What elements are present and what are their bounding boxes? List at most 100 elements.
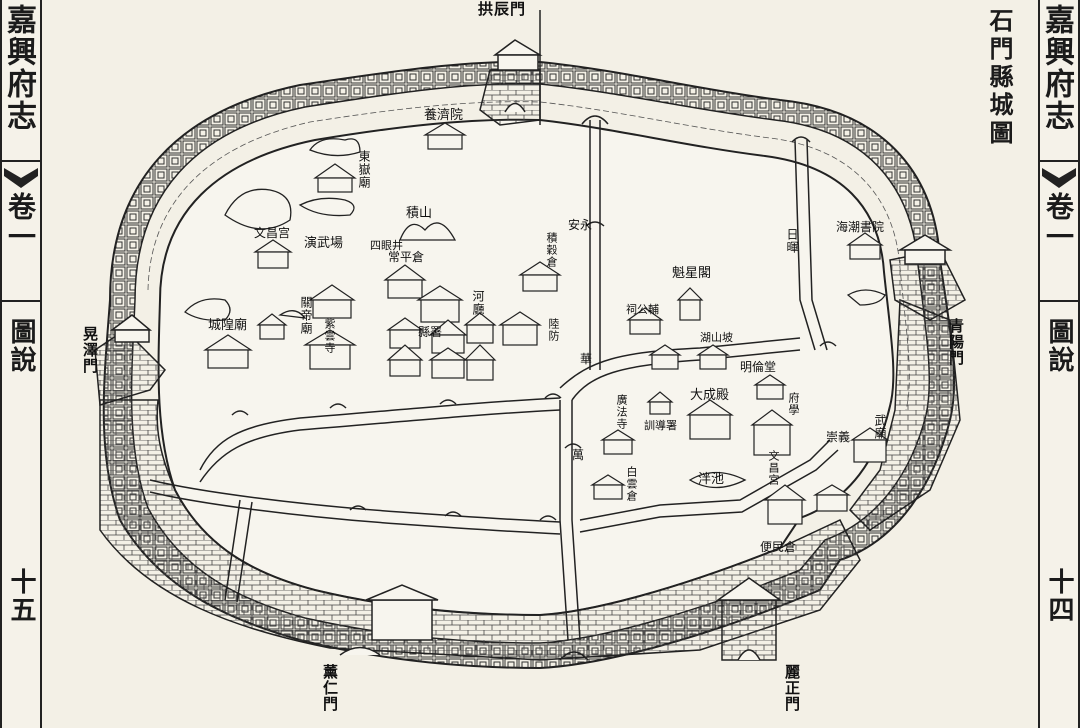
hill-cloud-w bbox=[184, 298, 231, 321]
right-margin-strip: 嘉興府志 卷一 圖說 十四 bbox=[1038, 0, 1080, 728]
bridge-east bbox=[819, 341, 837, 347]
bldg-yangji bbox=[422, 122, 468, 150]
gate-tower-west bbox=[94, 314, 166, 406]
bldg-xianshu-2 bbox=[428, 319, 468, 354]
label-mingluntang: 明倫堂 bbox=[740, 360, 777, 374]
left-fish-tail-mark bbox=[4, 168, 38, 188]
hill-cloud-nw-1 bbox=[309, 138, 361, 157]
bridge-mid-1 bbox=[544, 393, 562, 399]
buildings bbox=[202, 122, 890, 525]
canal-east-link bbox=[579, 439, 839, 533]
right-book-title: 嘉興府志 bbox=[1039, 4, 1074, 132]
label-dacheng: 大成殿 bbox=[690, 388, 730, 403]
label-changping: 常平倉 bbox=[388, 250, 425, 264]
left-divider-mid bbox=[2, 300, 40, 302]
label-fuxue: 府學 bbox=[787, 392, 800, 416]
canal-east bbox=[794, 139, 828, 351]
label-pan-pool: 泮池 bbox=[698, 472, 725, 487]
label-yanwu: 演武場 bbox=[304, 236, 344, 251]
map-title: 石門縣城圖 bbox=[985, 8, 1014, 148]
canal-south-west bbox=[224, 499, 253, 603]
label-gate-south: 麗正門 bbox=[783, 664, 801, 712]
label-gate-north: 拱辰門 bbox=[478, 0, 527, 18]
bldg-ziyun bbox=[302, 329, 358, 370]
bridge-south-2 bbox=[444, 511, 462, 517]
label-dongyue: 東嶽廟 bbox=[357, 150, 371, 189]
bldg-xianshu-3 bbox=[463, 312, 497, 344]
bridge-north bbox=[581, 115, 609, 125]
bridges bbox=[231, 115, 837, 661]
right-section-label: 圖說 bbox=[1044, 318, 1074, 374]
bridge-west-1 bbox=[231, 410, 249, 416]
gate-tower-south bbox=[715, 577, 783, 661]
bldg-xianshu-5 bbox=[428, 347, 468, 379]
hill-cloud-nw-3 bbox=[224, 188, 292, 230]
label-baiyun: 白雲倉 bbox=[625, 466, 638, 502]
left-section-label: 圖說 bbox=[6, 318, 36, 374]
bldg-baiyun bbox=[589, 474, 627, 500]
hill-cloud-e bbox=[846, 289, 886, 306]
right-fish-tail-mark bbox=[1042, 168, 1076, 188]
bldg-guandi bbox=[308, 284, 356, 319]
label-yangji: 養濟院 bbox=[424, 108, 464, 123]
label-jinggu: 積穀倉 bbox=[545, 232, 558, 268]
label-bridge-wan: 萬 bbox=[572, 448, 585, 462]
pan-pool-ellipse bbox=[688, 471, 747, 489]
bridge-anyong bbox=[585, 221, 605, 227]
canal-north-south-lower bbox=[559, 400, 581, 641]
label-well: 四眼井 bbox=[370, 239, 403, 252]
bldg-wenchang bbox=[253, 239, 293, 269]
bldg-bianmin bbox=[763, 484, 807, 525]
label-hecheng: 河廳 bbox=[471, 290, 485, 316]
label-bridge-ribao: 日暉 bbox=[785, 228, 799, 254]
label-wenchang: 文昌宫 bbox=[254, 226, 291, 240]
bldg-wumiao bbox=[850, 427, 890, 463]
bldg-jinggu bbox=[517, 261, 563, 292]
label-lufang: 陸防 bbox=[547, 318, 560, 342]
canal-crossing bbox=[559, 337, 801, 401]
bldg-chenghuang bbox=[202, 334, 254, 369]
bldg-gongci bbox=[626, 307, 664, 335]
bldg-qiji bbox=[256, 313, 288, 340]
bldg-guangfa bbox=[599, 429, 637, 455]
left-margin-strip: 嘉興府志 卷一 圖說 十五 bbox=[0, 0, 42, 728]
bldg-bianmin-2 bbox=[812, 484, 852, 512]
label-gate-south-west: 薰仁門 bbox=[321, 664, 339, 712]
label-gongci: 祠公輔 bbox=[626, 303, 659, 316]
bldg-haichao bbox=[846, 232, 884, 260]
label-kuixing: 魁星閣 bbox=[672, 266, 712, 281]
bldg-changping bbox=[383, 264, 427, 299]
bridge-south-3 bbox=[539, 515, 557, 521]
label-hulingpo: 湖山坡 bbox=[700, 331, 733, 344]
label-bridge-anyong: 安永 bbox=[568, 218, 593, 232]
bldg-lufang bbox=[497, 311, 543, 346]
label-bridge-chongyi: 崇義 bbox=[826, 430, 851, 444]
label-bianmin: 便民倉 bbox=[760, 540, 797, 554]
bldg-xianshu-4 bbox=[386, 344, 424, 377]
right-page-number: 十四 bbox=[1044, 568, 1074, 624]
label-chenghuang: 城隍廟 bbox=[208, 318, 248, 333]
canal-west-upper bbox=[199, 397, 561, 483]
bridge-ribao bbox=[791, 136, 811, 143]
left-page-number: 十五 bbox=[6, 568, 36, 624]
gate-tower-south-west bbox=[339, 584, 439, 656]
bldg-minglun bbox=[696, 344, 730, 370]
brick-wall-south bbox=[99, 399, 861, 661]
bldg-xianshu-6 bbox=[463, 344, 497, 381]
hill-cloud-nw-2 bbox=[298, 197, 355, 217]
label-xunxue: 訓導署 bbox=[644, 419, 677, 432]
bldg-fuxue bbox=[750, 409, 794, 456]
right-volume-label: 卷一 bbox=[1042, 192, 1075, 252]
left-book-title: 嘉興府志 bbox=[1, 4, 36, 132]
label-guandi: 關帝廟 bbox=[299, 296, 313, 335]
bldg-xunxue bbox=[646, 391, 674, 415]
bridge-south-1 bbox=[349, 505, 367, 511]
bldg-mingluntang bbox=[753, 374, 787, 400]
right-divider-mid bbox=[1040, 300, 1078, 302]
bridge-west-2 bbox=[329, 403, 347, 409]
bldg-jiaoyu bbox=[648, 344, 682, 370]
label-gate-east: 青陽門 bbox=[947, 318, 965, 366]
left-volume-label: 卷一 bbox=[4, 192, 37, 252]
label-wumiao: 武廟 bbox=[873, 414, 887, 440]
